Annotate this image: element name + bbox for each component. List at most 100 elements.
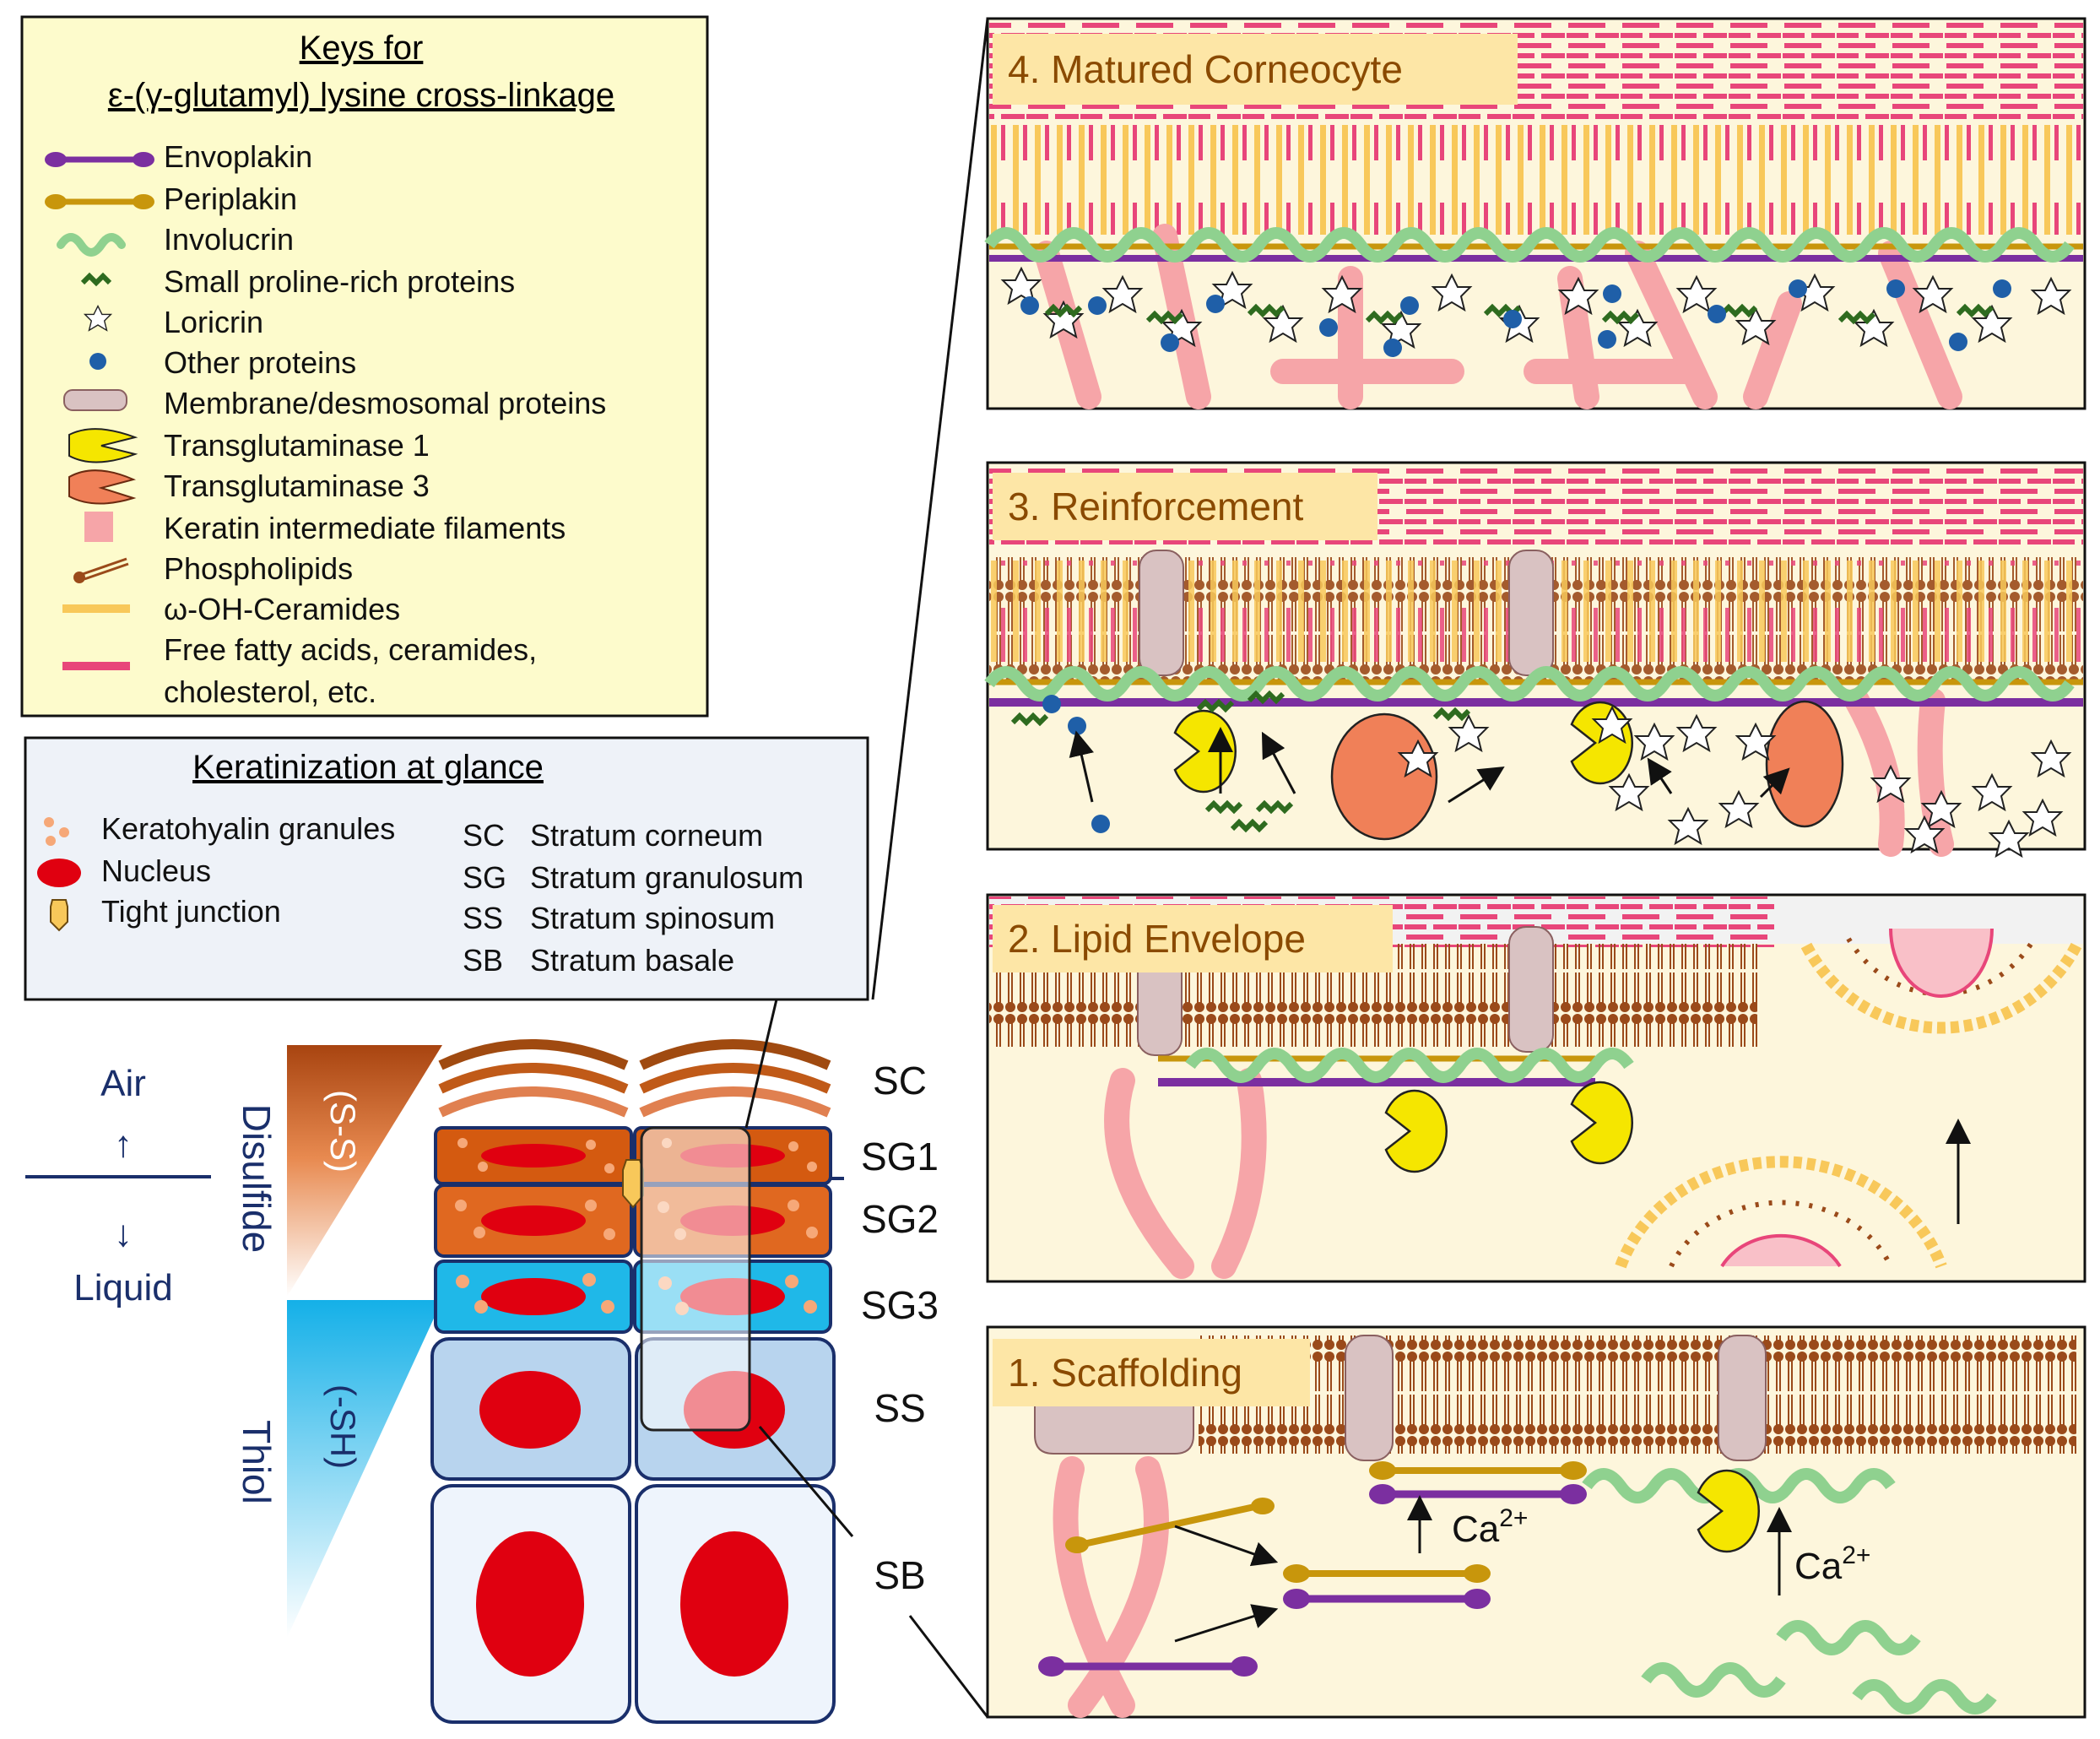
layer-label-sg2: SG2 [861, 1197, 939, 1241]
panel-matured-corneocyte: 4. Matured Corneocyte [984, 17, 2086, 410]
involucrin-free [1641, 1662, 1786, 1698]
disulfide-gradient [287, 1045, 442, 1297]
involucrin-free [1852, 1679, 1997, 1715]
glance-label: Tight junction [101, 894, 281, 929]
keratin-icon [84, 512, 113, 542]
panel-title-2: 2. Lipid Envelope [1008, 917, 1306, 961]
panel-title-1: 1. Scaffolding [1008, 1351, 1242, 1395]
membrane-protein [1508, 926, 1554, 1053]
glance-label: Nucleus [101, 853, 211, 888]
keys-subtitle: ε-(γ-glutamyl) lysine cross-linkage [108, 77, 614, 114]
involucrin-chain [1185, 1048, 1634, 1083]
abbr-full: Stratum granulosum [530, 860, 804, 895]
abbr: SS [463, 901, 503, 935]
key-label: cholesterol, etc. [164, 674, 376, 709]
layer-label-sb: SB [874, 1553, 925, 1597]
sprr-cluster [1010, 690, 1471, 833]
tgm1-icon [68, 428, 138, 463]
tight-junction [622, 1159, 644, 1209]
abbr: SG [463, 860, 506, 895]
ss-bond-label: (S-S) [323, 1090, 363, 1173]
involucrin-chain [984, 666, 2075, 702]
key-label: Envoplakin [164, 139, 312, 174]
fatty-acid-icon [62, 662, 130, 670]
panel-lipid-envelope: 2. Lipid Envelope [986, 893, 2086, 1283]
plakin-dimer [1283, 1564, 1491, 1609]
key-label: Small proline-rich proteins [164, 264, 515, 299]
granule-icon [44, 817, 69, 846]
key-label: Other proteins [164, 345, 356, 380]
plakin-dimer-membrane [1369, 1461, 1587, 1504]
involucrin-free [1776, 1620, 1921, 1655]
tgm3-enzyme [1330, 712, 1438, 841]
key-label: Loricrin [164, 305, 263, 339]
tight-junction-icon [50, 899, 68, 932]
other-protein-icon [89, 353, 106, 370]
air-label: Air [100, 1063, 146, 1104]
liquid-label: Liquid [73, 1267, 172, 1308]
zoom-highlight-box [640, 1126, 751, 1432]
nucleus-icon [37, 859, 81, 887]
keys-legend: Keys for ε-(γ-glutamyl) lysine cross-lin… [20, 15, 709, 718]
abbr-full: Stratum basale [530, 943, 734, 978]
glance-label: Keratohyalin granules [101, 811, 395, 846]
up-arrow-icon: ↑ [114, 1124, 133, 1165]
abbr: SC [463, 818, 505, 853]
keys-title: Keys for [300, 30, 424, 67]
key-label: Transglutaminase 3 [164, 469, 430, 503]
assembly-arrows [1174, 1495, 1792, 1643]
sprr-icon [80, 272, 112, 287]
panel-scaffolding: Ca2+ Ca2+ 1. Scaffolding [986, 1325, 2086, 1719]
other-proteins [1020, 279, 2011, 357]
phospholipid-icon [73, 557, 129, 583]
movement-arrows [1069, 727, 1790, 804]
abbr-full: Stratum corneum [530, 818, 763, 853]
disulfide-label: Disulfide [235, 1104, 279, 1253]
stratum-corneum-cells [438, 1039, 831, 1118]
key-label: Membrane/desmosomal proteins [164, 386, 606, 420]
key-label: Free fatty acids, ceramides, [164, 632, 537, 667]
membrane-protein [1718, 1335, 1767, 1461]
down-arrow-icon: ↓ [114, 1213, 133, 1254]
sh-group-label: (-SH) [323, 1384, 363, 1469]
layer-label-sc: SC [873, 1059, 927, 1102]
panel-reinforcement: 3. Reinforcement [984, 461, 2086, 857]
zoom-line [871, 18, 989, 1000]
involucrin-chain [984, 227, 2075, 263]
stratum-basale-cells [430, 1484, 836, 1724]
keratin-filaments [1104, 1068, 1267, 1279]
lamellar-body-bottom [1615, 1156, 1947, 1269]
involucrin-icon [57, 233, 126, 257]
lamellar-body-top [1800, 928, 2082, 1034]
zoom-line [908, 1615, 989, 1718]
layer-label-sg1: SG1 [861, 1135, 939, 1178]
key-label: Phospholipids [164, 551, 353, 586]
membrane-protein [1345, 1335, 1394, 1461]
envoplakin-free [1038, 1656, 1258, 1677]
key-label: Periplakin [164, 181, 297, 216]
layer-label-ss: SS [874, 1386, 925, 1430]
glance-title: Keratinization at glance [192, 749, 544, 786]
zoom-line [758, 1426, 854, 1537]
calcium-label: Ca2+ [1452, 1504, 1528, 1550]
layer-label-sg3: SG3 [861, 1283, 939, 1327]
sg3-cells [434, 1260, 832, 1334]
stratum-spinosum-cells [430, 1337, 836, 1481]
key-label: Keratin intermediate filaments [164, 511, 566, 545]
tgm3-enzyme [1765, 700, 1844, 828]
thiol-gradient [287, 1300, 442, 1638]
panel-title-4: 4. Matured Corneocyte [1008, 47, 1403, 91]
glance-legend: Keratinization at glance Keratohyalin gr… [24, 736, 869, 1001]
abbr-full: Stratum spinosum [530, 901, 775, 935]
skin-section: Air ↑ ↓ Liquid (S-S) (-SH) Disulfide Thi… [25, 18, 989, 1724]
thiol-label: Thiol [235, 1420, 279, 1504]
abbr: SB [463, 943, 503, 978]
desmosomal-protein [1034, 1404, 1194, 1455]
membrane-protein [1508, 550, 1554, 676]
panel-title-3: 3. Reinforcement [1008, 485, 1303, 528]
key-label: Involucrin [164, 222, 294, 257]
membrane-protein-icon [63, 389, 127, 411]
membrane-protein [1139, 550, 1184, 676]
zoom-line [744, 999, 778, 1129]
